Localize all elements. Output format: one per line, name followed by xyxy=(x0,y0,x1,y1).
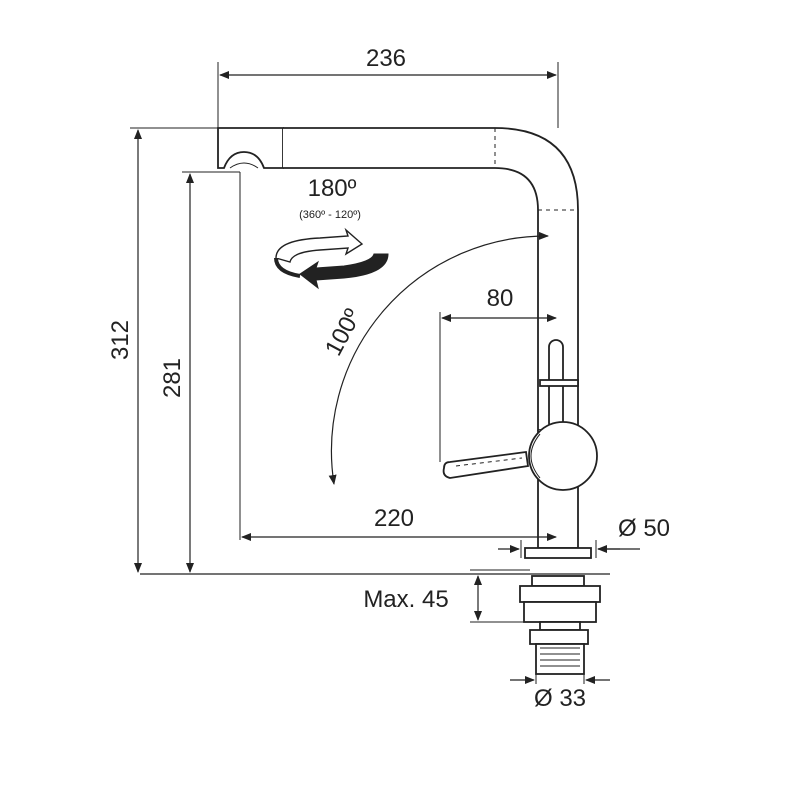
label-base-diameter: Ø 50 xyxy=(618,515,670,542)
shank xyxy=(535,643,585,675)
label-spout-height: 281 xyxy=(159,358,186,398)
lever-hub xyxy=(528,421,598,491)
label-overall-width: 236 xyxy=(366,45,406,72)
label-rotation-angle: 180º xyxy=(308,175,357,202)
mount-plate xyxy=(523,601,597,623)
dimension-lines xyxy=(134,71,640,684)
base-flange xyxy=(524,547,592,559)
label-lever-offset: 80 xyxy=(487,285,514,312)
label-reach: 220 xyxy=(374,505,414,532)
aerator xyxy=(229,162,259,169)
label-lever-angle: 100º xyxy=(320,304,367,360)
mount-ring xyxy=(531,575,585,587)
rotation-arrow-icon xyxy=(274,227,389,290)
mount-bracket xyxy=(519,585,601,603)
mount-washer xyxy=(529,629,589,645)
lever-rotated xyxy=(442,450,530,479)
spout-head xyxy=(217,127,284,169)
label-rotation-range: (360º - 120º) xyxy=(299,209,361,221)
lever-angle-arc xyxy=(328,231,549,485)
label-deck-thickness: Max. 45 xyxy=(363,586,448,613)
label-shank-diameter: Ø 33 xyxy=(534,685,586,712)
lever-collar xyxy=(539,379,579,387)
mount-nut xyxy=(539,621,581,631)
label-overall-height: 312 xyxy=(107,320,134,360)
